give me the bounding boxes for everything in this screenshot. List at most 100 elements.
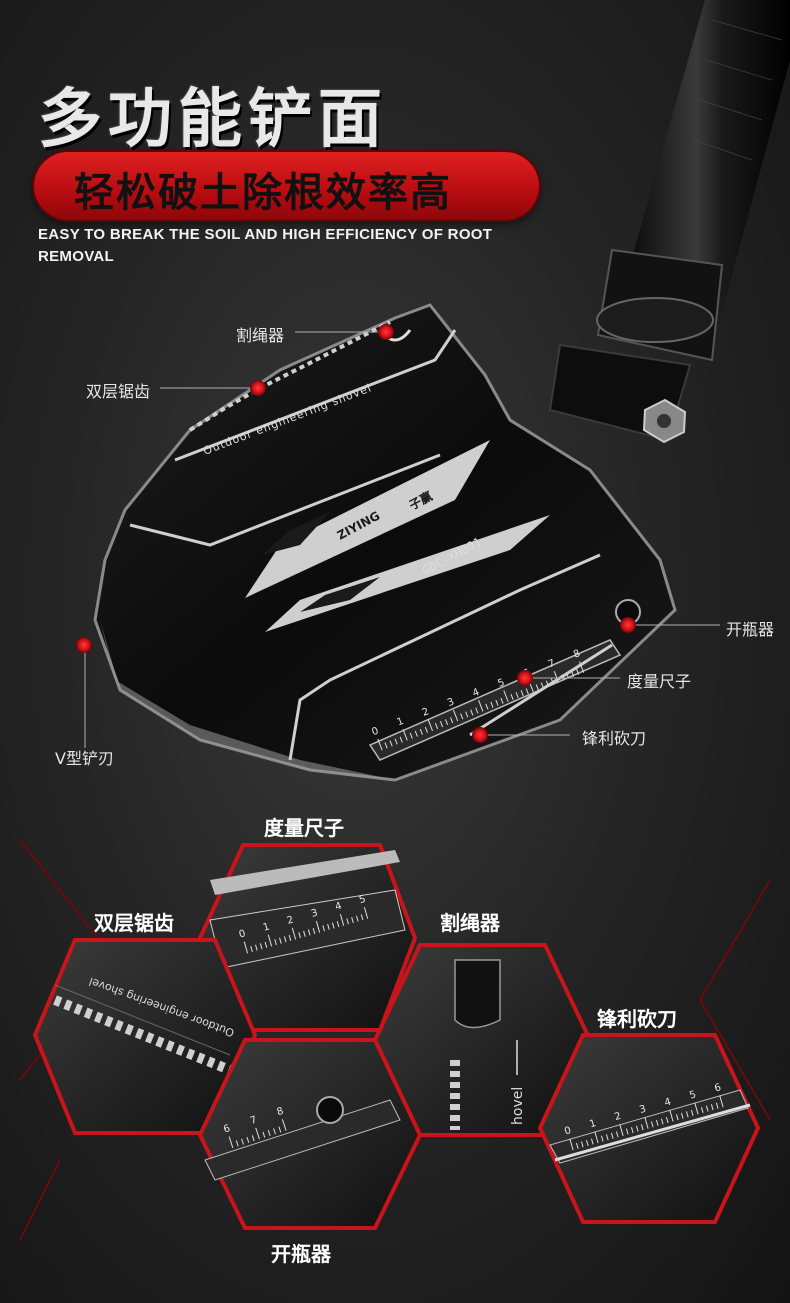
hex-ruler-tick: [363, 907, 369, 919]
hex-label-double-saw: 双层锯齿: [94, 911, 174, 935]
blade-ruler-tick: [510, 694, 514, 700]
hex-knife-ruler-tick: [610, 1132, 614, 1139]
hex-knife-ruler-tick: [630, 1127, 634, 1134]
hex-ruler-tick: [264, 941, 268, 948]
hex-knife-ruler-tick: [660, 1118, 664, 1125]
blade-ruler-tick: [377, 738, 383, 751]
hex-knife-ruler-tick: [694, 1102, 699, 1115]
hex-ruler-tick: [298, 932, 301, 939]
hex-ruler-tick: [267, 934, 273, 947]
hex-knife-ruler-tick: [675, 1114, 679, 1121]
hex-knife-ruler-tick: [710, 1104, 714, 1111]
hex-knife-ruler-tick: [585, 1139, 589, 1146]
blade-ruler-tick: [389, 740, 393, 747]
blade-ruler-tick: [535, 684, 539, 691]
hex-ruler-tick: [315, 920, 321, 933]
hex-ruler-tick: [255, 944, 258, 951]
hex-opener-ruler-tick: [255, 1127, 260, 1140]
hex-knife-ruler-tick: [700, 1106, 704, 1114]
hex-opener-ruler-tick: [273, 1128, 276, 1135]
hex-knife-ruler-tick: [705, 1105, 709, 1112]
hex-opener-ruler-tick: [241, 1138, 244, 1145]
blade-ruler-tick: [409, 732, 413, 739]
english-subtitle: EASY TO BREAK THE SOIL AND HIGH EFFICIEN…: [38, 226, 493, 265]
blade-ruler-tick: [465, 711, 469, 718]
label-sharp-knife: 锋利砍刀: [582, 729, 647, 748]
banner-text: 轻松破土除根效率高: [74, 170, 452, 216]
hex-knife-ruler-number: 4: [663, 1097, 672, 1109]
blade-ruler-number: 4: [471, 687, 481, 700]
red-banner: 轻松破土除根效率高: [34, 152, 539, 220]
blade-ruler-tick: [399, 736, 403, 743]
label-ruler: 度量尺子: [627, 672, 692, 691]
hex-opener-ruler-tick: [262, 1131, 266, 1138]
blade-ruler-number: 0: [370, 726, 380, 739]
hex-ruler-tick: [274, 939, 277, 946]
blade-ruler-tick: [460, 713, 464, 720]
hex-opener-ruler-tick: [278, 1126, 282, 1133]
blade-ruler-number: 1: [396, 716, 406, 729]
blade-ruler-tick: [384, 742, 388, 749]
hex-knife-ruler-tick: [715, 1102, 719, 1109]
hex-knife-ruler-number: 1: [588, 1118, 597, 1130]
blade-ruler-tick: [402, 729, 408, 741]
blade-ruler-tick: [485, 703, 489, 710]
blade-ruler-number: 2: [421, 706, 431, 719]
hex-ruler-tick: [360, 914, 364, 921]
hex-ruler-tick: [307, 929, 311, 936]
shovel-blade: 012345678: [93, 303, 677, 782]
hex-knife-ruler-tick: [685, 1111, 689, 1118]
hex-knife-ruler-number: 3: [638, 1104, 647, 1116]
label-double-saw: 双层锯齿: [86, 382, 151, 401]
hex-ruler-tick: [291, 927, 297, 940]
hex-opener-ruler-tick: [267, 1129, 271, 1137]
hex-ruler-tick: [283, 936, 287, 943]
label-v-blade: V型铲刃: [55, 749, 114, 768]
blade-ruler-tick: [576, 668, 580, 675]
blade-ruler-tick: [578, 661, 585, 673]
blade-ruler-tick: [503, 690, 509, 702]
hex-opener-ruler-number: 7: [249, 1114, 258, 1126]
hex-ruler-number: 1: [262, 921, 271, 933]
hex-knife-ruler-tick: [600, 1135, 604, 1142]
hex-ruler-tick: [346, 918, 349, 925]
hex-ruler-tick: [351, 917, 354, 924]
hex-ruler-number: 3: [310, 908, 319, 920]
hex-knife-ruler-number: 0: [563, 1125, 572, 1137]
hex-opener-ruler-tick: [246, 1136, 250, 1143]
hex-opener-ruler-number: 8: [276, 1106, 285, 1118]
blade-ruler-number: 7: [547, 658, 557, 671]
hex-ruler-tick: [259, 943, 263, 950]
blade-ruler-number: 5: [496, 677, 506, 690]
page-title: 多功能铲面: [38, 83, 388, 157]
hex-knife-ruler-tick: [619, 1124, 624, 1136]
hex-knife-ruler-number: 2: [613, 1111, 622, 1123]
label-bottle-opener: 开瓶器: [726, 620, 775, 639]
hex-ruler-tick: [355, 915, 359, 922]
blade-ruler-tick: [452, 709, 459, 722]
hex-knife-ruler-tick: [655, 1119, 659, 1126]
hovel-engraving: hovel: [510, 1087, 526, 1125]
hex-label-rope-cutter: 割绳器: [440, 911, 500, 935]
hex-opener-ruler-tick: [235, 1140, 239, 1147]
hex-opener-ruler-tick: [251, 1135, 255, 1142]
hex-knife-ruler-number: 5: [688, 1089, 697, 1101]
hex-knife-ruler-tick: [669, 1109, 674, 1122]
blade-ruler-tick: [434, 723, 439, 730]
blade-ruler-tick: [427, 719, 433, 731]
hex-ruler-tick: [303, 930, 306, 937]
blade-ruler-tick: [515, 692, 519, 699]
hex-label-sharp-knife: 锋利砍刀: [597, 1007, 677, 1031]
blade-ruler-tick: [450, 717, 454, 724]
hex-ruler-tick: [250, 945, 253, 952]
hex-ruler-tick: [331, 922, 335, 929]
hex-knife-ruler-tick: [719, 1095, 724, 1108]
hex-ruler-number: 0: [238, 928, 247, 940]
blade-ruler-tick: [445, 719, 449, 726]
blade-ruler-tick: [490, 701, 494, 708]
hex-ruler-number: 5: [358, 894, 367, 906]
hex-knife-ruler-tick: [640, 1124, 644, 1131]
